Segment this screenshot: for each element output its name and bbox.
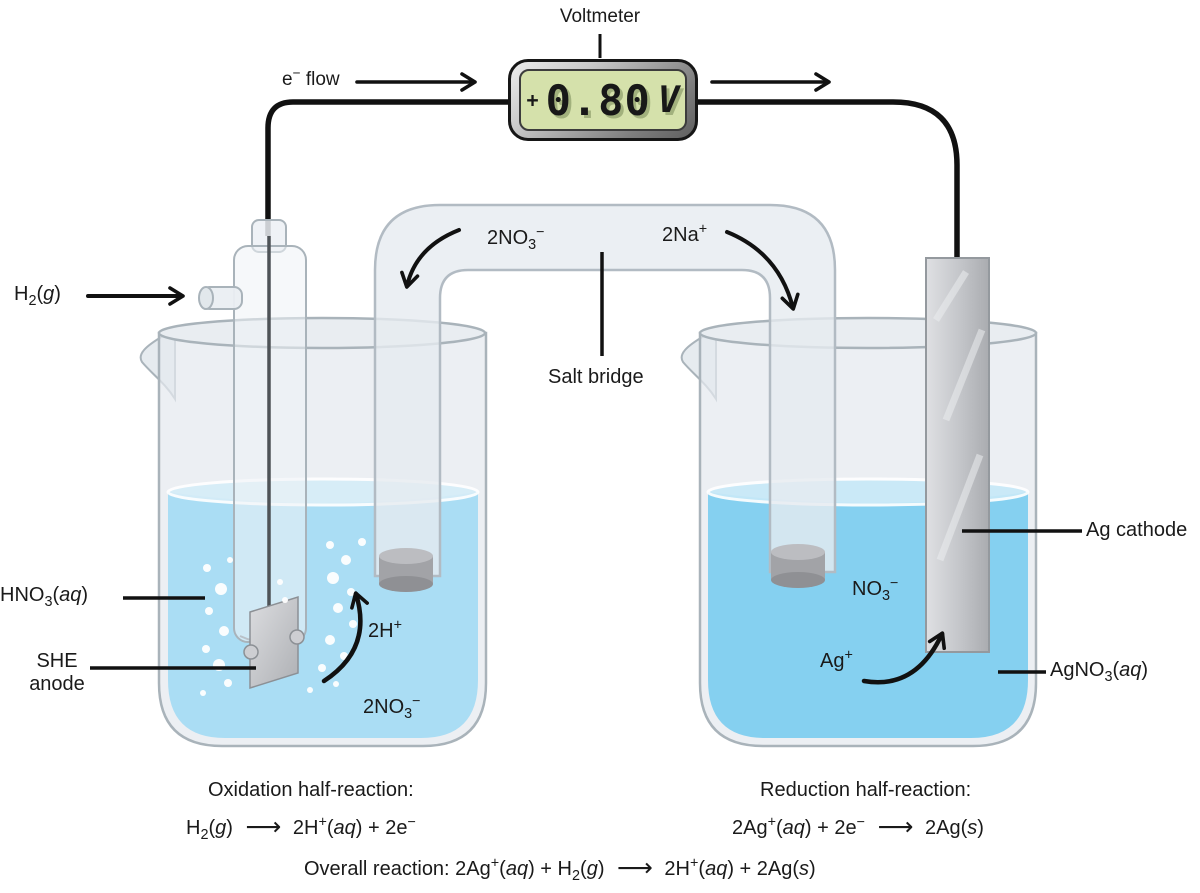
platinum-electrode-plate [249,595,299,690]
right-wire [696,99,960,262]
bridge-cation-arrow [725,230,800,311]
agno3-label: AgNO3(aq) [1050,659,1149,685]
ion-ag-label: Ag+ [820,647,853,672]
salt-bridge-anion-label: 2NO3− [487,224,545,253]
salt-bridge-tube [373,203,837,578]
hno3-label: HNO3(aq) [0,584,89,610]
salt-bridge-plug-left [379,548,433,592]
she-anode-label-line1: SHE [36,650,78,672]
salt-bridge-label: Salt bridge [548,366,644,388]
salt-bridge-cation-label: 2Na+ [662,221,708,246]
salt-bridge-plug-right [771,544,825,588]
e-flow-label: e− flow [282,65,340,90]
ion-no3-label: NO3− [852,575,899,604]
left-wire [265,99,510,236]
she-anode-label-line2: anode [29,673,85,695]
oxidation-title: Oxidation half-reaction: [208,779,414,801]
voltmeter: + 0.80 V [508,59,698,141]
voltmeter-reading: 0.80 [545,75,651,125]
overall-equation: Overall reaction: 2Ag+(aq) + H2(g) ⟶ 2H+… [304,854,816,884]
circuit-wires [265,99,960,262]
ion-2h-label: 2H+ [368,617,402,642]
ag-electrode-sheen [933,270,986,562]
reduction-title: Reduction half-reaction: [760,779,972,801]
electrode-clamp-knob [243,644,259,660]
voltmeter-label: Voltmeter [559,6,641,27]
oxidation-equation: H2(g) ⟶ 2H+(aq) + 2e− [186,813,416,843]
she-assembly [198,219,366,696]
h2-gas-label: H2(g) [14,283,61,309]
ag-electrode [925,257,990,653]
bridge-anion-arrow [400,228,461,289]
ag-plus-deposit-arrow [861,631,946,685]
voltmeter-sign: + [526,88,539,112]
reduction-equation: 2Ag+(aq) + 2e− ⟶ 2Ag(s) [732,813,984,841]
voltmeter-unit: V [657,79,680,121]
electrode-clamp-knob [289,629,305,645]
leader-lines [90,34,1082,674]
h-plus-release-arrow [321,591,369,684]
salt-bridge [373,203,837,592]
ag-cathode-label: Ag cathode [1086,519,1188,541]
voltmeter-screen: + 0.80 V [519,69,687,131]
she-anode-label: SHE anode [14,650,100,696]
ion-2no3-label: 2NO3− [363,693,421,722]
flow-arrows [86,72,946,685]
h2-inlet-mouth [198,286,214,310]
